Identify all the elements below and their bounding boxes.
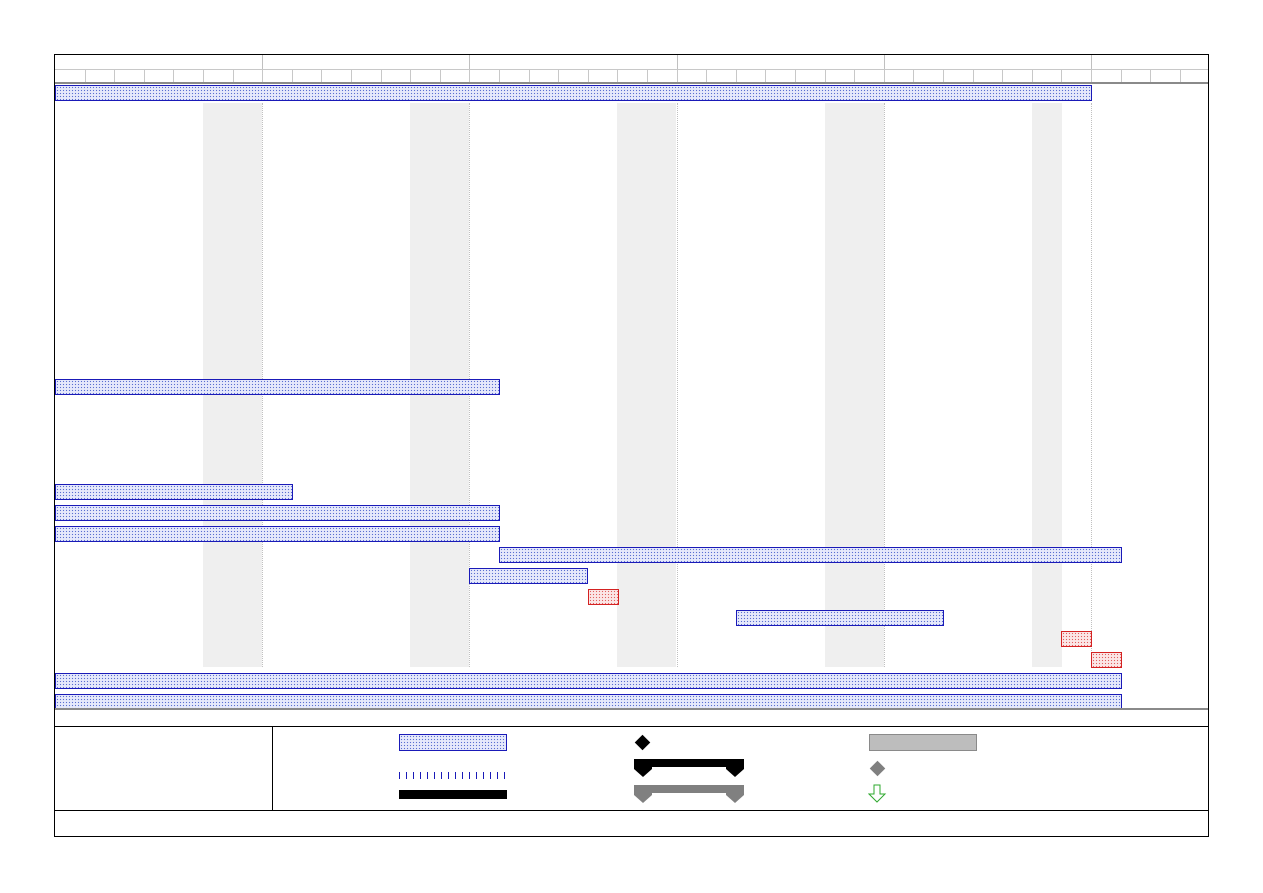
task-bar[interactable] bbox=[55, 484, 293, 500]
timescale-minor-tick bbox=[706, 69, 707, 82]
nonworking-period bbox=[825, 103, 884, 667]
timescale-minor-tick bbox=[321, 69, 322, 82]
timescale-major-tick bbox=[677, 55, 678, 69]
critical-task-bar[interactable] bbox=[1061, 631, 1092, 647]
critical-task-bar[interactable] bbox=[588, 589, 619, 605]
timescale-minor-tick bbox=[469, 69, 470, 82]
nonworking-period bbox=[617, 103, 676, 667]
timescale-minor-tick bbox=[440, 69, 441, 82]
timescale-minor-tick bbox=[114, 69, 115, 82]
timescale-major-tick bbox=[1091, 55, 1092, 69]
timescale-major-tick bbox=[469, 55, 470, 69]
gantt-print-page bbox=[54, 54, 1209, 837]
timescale-minor-tick bbox=[647, 69, 648, 82]
timescale-minor-tick bbox=[943, 69, 944, 82]
timescale-minor-tick bbox=[1002, 69, 1003, 82]
major-gridline bbox=[1091, 103, 1092, 667]
timescale-minor-tick bbox=[1121, 69, 1122, 82]
legend-external-milestone-symbol bbox=[869, 760, 886, 777]
timescale-minor-tick bbox=[499, 69, 500, 82]
task-bar[interactable] bbox=[55, 85, 1092, 101]
timescale-major-tick bbox=[884, 55, 885, 69]
timescale-minor-tick bbox=[85, 69, 86, 82]
timescale-minor-tick bbox=[1091, 69, 1092, 82]
chart-bottom-divider bbox=[55, 708, 1208, 710]
timescale-minor-tick bbox=[973, 69, 974, 82]
legend-task-symbol bbox=[399, 734, 507, 751]
task-bar[interactable] bbox=[469, 568, 588, 584]
major-gridline bbox=[884, 103, 885, 667]
nonworking-period bbox=[1032, 103, 1062, 667]
timescale-minor-tier bbox=[55, 69, 1208, 82]
timescale-minor-tick bbox=[825, 69, 826, 82]
timescale-minor-tick bbox=[144, 69, 145, 82]
timescale-minor-tick bbox=[262, 69, 263, 82]
task-bar[interactable] bbox=[499, 547, 1122, 563]
timescale-minor-tick bbox=[203, 69, 204, 82]
timescale-minor-tick bbox=[292, 69, 293, 82]
legend-split-symbol bbox=[399, 772, 507, 779]
timescale-minor-tick bbox=[529, 69, 530, 82]
timescale-minor-tick bbox=[765, 69, 766, 82]
timescale-minor-tick bbox=[1032, 69, 1033, 82]
timescale-divider bbox=[55, 82, 1208, 84]
task-bar[interactable] bbox=[55, 673, 1122, 689]
timescale-minor-tick bbox=[677, 69, 678, 82]
page-footer bbox=[55, 811, 1208, 836]
timescale-major-tier bbox=[55, 55, 1208, 70]
timescale-minor-tick bbox=[233, 69, 234, 82]
legend-milestone-symbol bbox=[634, 734, 651, 751]
timescale-minor-tick bbox=[558, 69, 559, 82]
timescale-minor-tick bbox=[173, 69, 174, 82]
legend-project-summary-symbol bbox=[634, 785, 744, 803]
legend-summary-symbol bbox=[634, 759, 744, 777]
timescale-minor-tick bbox=[381, 69, 382, 82]
task-bar[interactable] bbox=[55, 526, 500, 542]
timescale-minor-tick bbox=[1061, 69, 1062, 82]
timescale-minor-tick bbox=[351, 69, 352, 82]
timescale-minor-tick bbox=[884, 69, 885, 82]
timescale-minor-tick bbox=[1150, 69, 1151, 82]
timescale-minor-tick bbox=[410, 69, 411, 82]
timescale-minor-tick bbox=[588, 69, 589, 82]
major-gridline bbox=[677, 103, 678, 667]
timescale-major-tick bbox=[262, 55, 263, 69]
timescale-minor-tick bbox=[736, 69, 737, 82]
legend-external-tasks-symbol bbox=[869, 734, 977, 751]
timescale-minor-tick bbox=[913, 69, 914, 82]
legend-project-info bbox=[55, 727, 273, 810]
timescale-minor-tick bbox=[854, 69, 855, 82]
legend-panel bbox=[55, 726, 1208, 811]
task-bar[interactable] bbox=[55, 505, 500, 521]
timescale-minor-tick bbox=[617, 69, 618, 82]
legend-progress-symbol bbox=[399, 790, 507, 799]
task-bar[interactable] bbox=[55, 379, 500, 395]
legend-deadline-icon bbox=[868, 784, 887, 803]
timescale-minor-tick bbox=[795, 69, 796, 82]
gantt-chart-area bbox=[55, 55, 1208, 727]
critical-task-bar[interactable] bbox=[1091, 652, 1122, 668]
timescale-minor-tick bbox=[1180, 69, 1181, 82]
task-bar[interactable] bbox=[736, 610, 944, 626]
